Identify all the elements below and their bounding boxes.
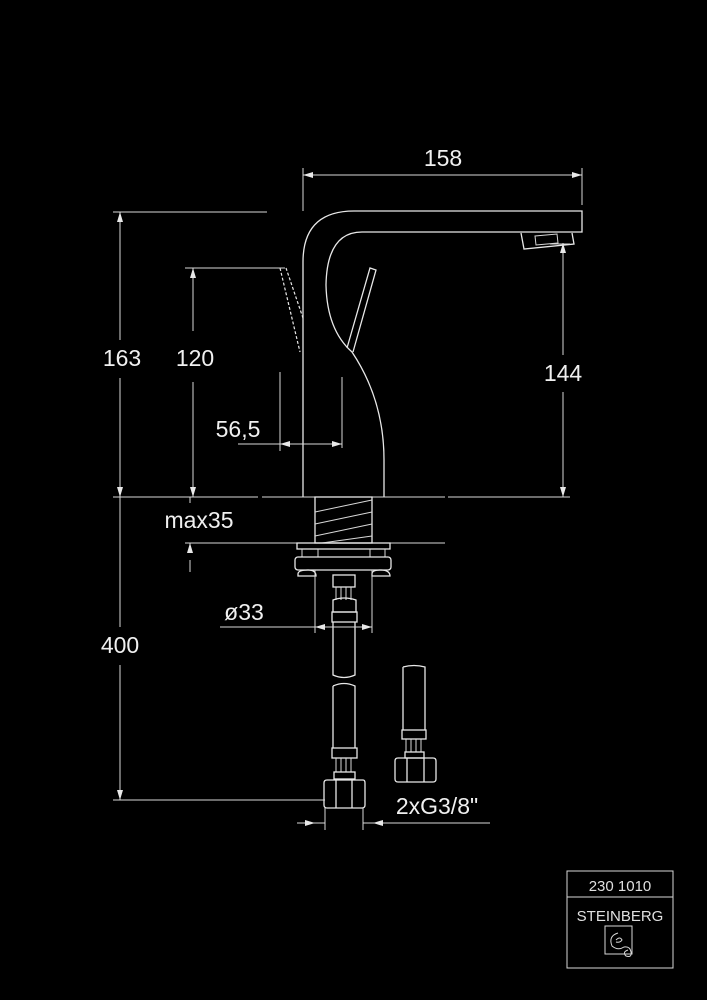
dimension-diameter-33: ø33 xyxy=(220,599,372,630)
supply-hose-second xyxy=(394,664,437,783)
dim-label-120: 120 xyxy=(176,345,214,371)
dim-label-max35: max35 xyxy=(164,507,233,533)
mounting-shank xyxy=(185,496,445,633)
dimension-thread: 2xG3/8" xyxy=(297,793,490,830)
dimension-max35: max35 xyxy=(164,497,234,572)
dimension-158: 158 xyxy=(302,145,583,211)
title-block: 230 1010 STEINBERG xyxy=(566,870,674,969)
lever xyxy=(346,267,377,353)
dim-label-56-5: 56,5 xyxy=(216,416,261,442)
article-number: 230 1010 xyxy=(589,878,652,895)
dim-label-diameter-33: ø33 xyxy=(224,599,264,625)
dim-label-144: 144 xyxy=(544,360,583,386)
faucet-body xyxy=(279,210,583,497)
dim-label-thread: 2xG3/8" xyxy=(396,793,478,819)
dimension-120: 120 xyxy=(176,267,285,497)
aerator xyxy=(520,232,575,250)
brand-name: STEINBERG xyxy=(577,908,664,925)
supply-hose xyxy=(323,574,366,809)
dim-label-400: 400 xyxy=(101,632,139,658)
dimension-400: 400 xyxy=(101,497,325,801)
lever-ghost xyxy=(279,267,304,353)
brand-logo-icon xyxy=(604,925,633,957)
dim-label-158: 158 xyxy=(424,145,462,171)
dimension-144: 144 xyxy=(544,243,583,497)
dimension-56-5: 56,5 xyxy=(216,372,343,451)
dim-label-163: 163 xyxy=(103,345,141,371)
dimension-163: 163 xyxy=(103,211,267,497)
